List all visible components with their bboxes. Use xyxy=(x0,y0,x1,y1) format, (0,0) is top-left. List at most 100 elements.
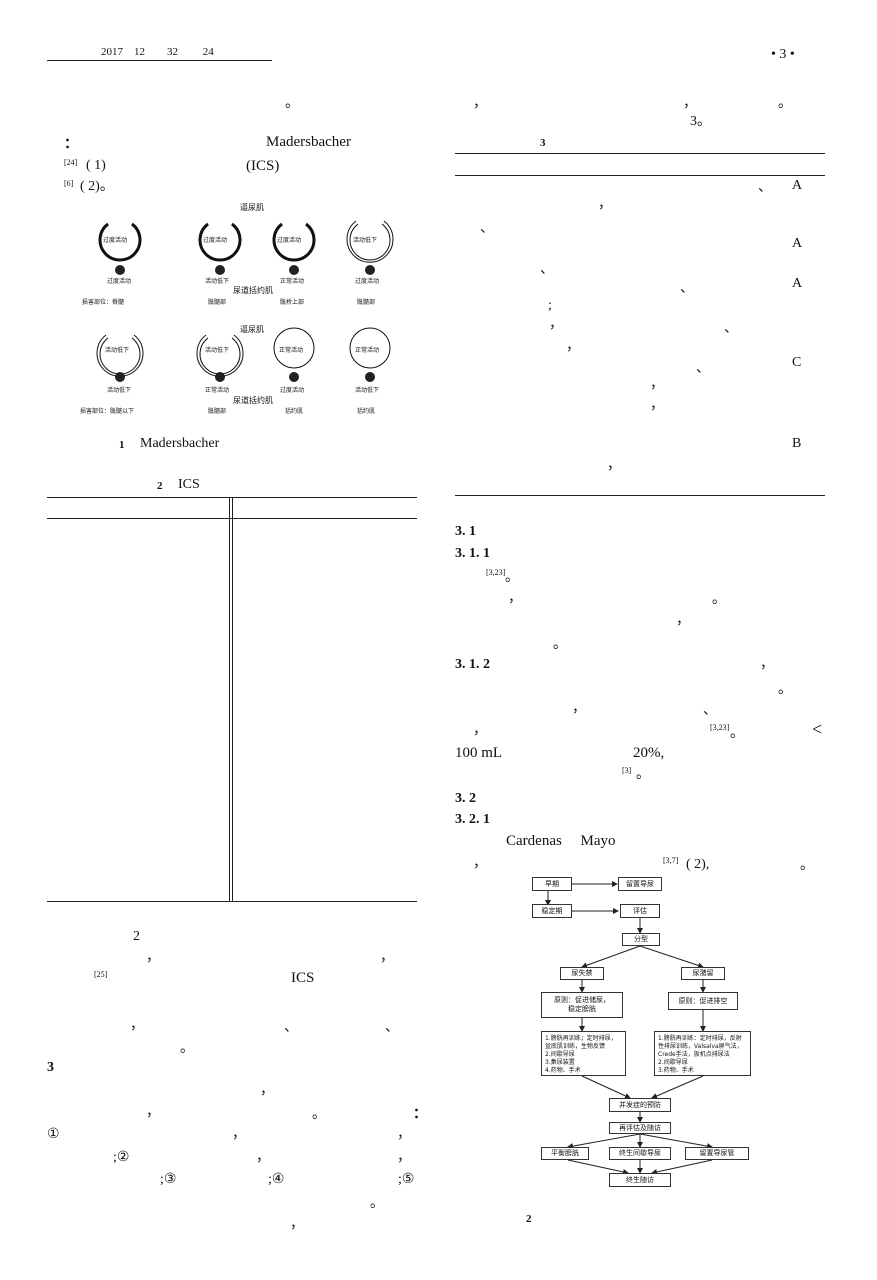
fig1-r2-dial2: 活动低下 xyxy=(205,347,230,354)
fig1-r2-below2: 正常活动 xyxy=(205,387,230,394)
table2-caption-text: ICS xyxy=(178,477,200,492)
intro-period-3: 。 xyxy=(312,1107,326,1122)
t3-enum-3: 、 xyxy=(540,262,554,277)
enum-comma-2: 、 xyxy=(385,1020,399,1035)
fc-stable: 稳定期 xyxy=(532,904,572,918)
fig1-caption-number: 1 xyxy=(119,439,125,451)
r-comma-4: ， xyxy=(676,613,690,628)
t3-grade-1: A xyxy=(792,178,803,193)
fig1-r1-below3: 正常活动 xyxy=(280,278,305,285)
enum-comma-1: 、 xyxy=(284,1020,298,1035)
ref-3: [3] xyxy=(622,766,632,775)
r-comma-7: ， xyxy=(473,723,487,738)
fc-indwelling-catheter: 留置导尿管 xyxy=(685,1147,749,1160)
fig1-r2-bottom2: 骶髓部 xyxy=(208,408,227,415)
circled-3: ;③ xyxy=(160,1172,177,1187)
fig1-r1-bottom3: 骶桥上部 xyxy=(280,299,305,306)
r-comma-3: ， xyxy=(508,591,522,606)
ref-24: [24] xyxy=(64,158,78,167)
circled-2: ;② xyxy=(113,1150,130,1165)
section-3-1-1: 3. 1. 1 xyxy=(455,546,490,561)
para-table-ref: 2 xyxy=(133,929,140,944)
fc-classify: 分型 xyxy=(622,933,660,946)
fig1-sphincter-title-2: 尿道括约肌 xyxy=(233,396,273,405)
fig1-dials-row2 xyxy=(96,327,391,382)
section-3-1: 3. 1 xyxy=(455,524,476,539)
fig1-r2-bottom3: 括约肌 xyxy=(285,408,304,415)
fig1-r1-bottom2: 骶髓部 xyxy=(208,299,227,306)
fig1-r1-dial2: 过度活动 xyxy=(203,237,228,244)
comma-8: ， xyxy=(256,1150,270,1165)
r-comma-8: ， xyxy=(473,856,487,871)
t3-grade-3: A xyxy=(792,276,803,291)
cardenas-mayo: Cardenas Mayo xyxy=(506,833,616,849)
ics-text: (ICS) xyxy=(246,158,280,174)
comma-6: ， xyxy=(232,1127,246,1142)
t3-comma-2: ， xyxy=(549,317,563,332)
header-page-number: • 3 • xyxy=(771,47,795,62)
comma-1: ， xyxy=(146,950,160,965)
fig1-r1-dial3: 过度活动 xyxy=(277,237,302,244)
header-journal-info: 2017 12 32 24 xyxy=(101,46,214,58)
comma-7: ， xyxy=(397,1127,411,1142)
fc-retention: 尿潴留 xyxy=(681,967,725,980)
comma-2: ， xyxy=(380,950,394,965)
t3-enum-5: 、 xyxy=(724,321,738,336)
fc-balanced-bladder: 平衡膀胱 xyxy=(541,1147,589,1160)
fc-left-methods: 1.膀胱再训练；定时排尿， 盆底肌训练，生物反馈 2.间歇导尿 3.集尿装置 4… xyxy=(541,1031,626,1076)
ics-text-2: ICS xyxy=(291,970,315,986)
fig1-r1-bottom1: 损害部位：脊髓 xyxy=(82,299,125,306)
t3-comma-6: ， xyxy=(607,458,621,473)
table3-caption: 3 xyxy=(540,137,546,149)
comma-4: ， xyxy=(260,1083,274,1098)
section-3-2: 3. 2 xyxy=(455,791,476,806)
section-3-heading: 3 xyxy=(47,1060,54,1075)
table3-bottom-rule xyxy=(455,495,825,496)
fc-right-methods: 1.膀胱再训练：定时排尿，反射 性排尿训练，Valsalva屏气法， Crede… xyxy=(654,1031,751,1076)
ref-6: [6] xyxy=(64,179,74,188)
ref-3-23: [3,23] xyxy=(486,568,506,577)
t3-enum-4: 、 xyxy=(680,281,694,296)
t3-grade-5: B xyxy=(792,436,802,451)
fig1-r1-below2: 活动低下 xyxy=(205,278,230,285)
t3-comma-4: ， xyxy=(650,377,664,392)
t3-comma-3: ， xyxy=(566,339,580,354)
fc-early-catheter: 留置导尿 xyxy=(618,877,662,891)
fig1-r2-bottom4: 括约肌 xyxy=(357,408,376,415)
table2-caption-number: 2 xyxy=(157,480,163,492)
comma-9: ， xyxy=(397,1150,411,1165)
fig1-r1-dial1: 过度活动 xyxy=(103,237,128,244)
intro-period-2: 。 xyxy=(180,1041,194,1056)
r-period-8: 。 xyxy=(800,858,814,873)
table2-divider-a xyxy=(229,497,230,901)
t3-comma-1: ， xyxy=(598,197,612,212)
fig1-dials-row1 xyxy=(98,220,394,275)
section-3-1-2: 3. 1. 2 xyxy=(455,657,490,672)
r-enum-1: 、 xyxy=(703,703,717,718)
t3-enum-6: 、 xyxy=(696,361,710,376)
circled-1: ① xyxy=(47,1127,60,1142)
t3-comma-5: ， xyxy=(650,398,664,413)
ref-3-7: [3,7] xyxy=(663,856,679,865)
t3-enum-2: 、 xyxy=(480,221,494,236)
fig1-r2-dial1: 活动低下 xyxy=(105,347,130,354)
table3-top-rule xyxy=(455,153,825,154)
r-period-2: 。 xyxy=(505,570,519,585)
comma-3: ， xyxy=(130,1018,144,1033)
fc-incontinence: 尿失禁 xyxy=(560,967,604,980)
r-period-5: 。 xyxy=(778,682,792,697)
fig1-r2-bottom1: 损害部位：骶髓以下 xyxy=(80,408,135,415)
fc-left-goal: 原则：促进储尿， 稳定膀胱 xyxy=(541,992,623,1018)
t3-semicolon: ; xyxy=(548,298,552,313)
table2-divider-b xyxy=(232,497,233,901)
r-period-7: 。 xyxy=(636,767,650,782)
fig2-caption-number: 2 xyxy=(526,1213,532,1225)
fc-complication-prevention: 并发症的预防 xyxy=(609,1098,671,1112)
colon-label: ： xyxy=(64,137,78,152)
percent-20: 20%, xyxy=(633,745,665,761)
fc-lifelong-followup: 终生随访 xyxy=(609,1173,671,1187)
fc-lifelong-catheter: 终生间歇导尿 xyxy=(609,1147,671,1160)
circled-5: ;⑤ xyxy=(398,1172,415,1187)
r-comma-1: ， xyxy=(473,96,487,111)
